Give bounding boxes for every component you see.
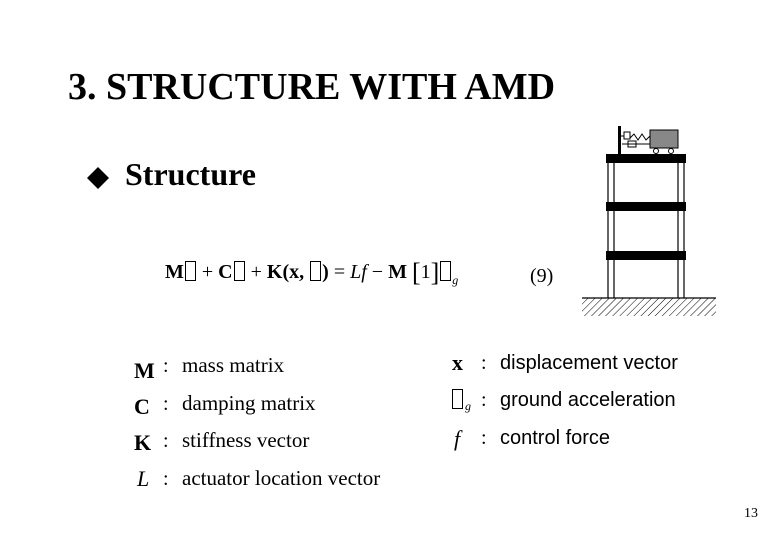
colon: : [481, 352, 487, 374]
symbol-stiffness: K [134, 430, 152, 455]
eq-bracket-left: [ [411, 258, 421, 287]
def-mass-matrix: mass matrix [182, 353, 285, 377]
symbol-location: L [137, 466, 150, 491]
def-actuator-location: actuator location vector [182, 466, 381, 490]
def-damping-matrix: damping matrix [182, 391, 316, 415]
eq-missing-glyph [440, 261, 452, 281]
eq-bracket-right: ] [430, 258, 440, 287]
colon: : [163, 355, 169, 377]
floor-slabs [606, 154, 686, 260]
page-number: 13 [744, 506, 758, 521]
def-ground-acceleration: ground acceleration [500, 389, 676, 411]
def-stiffness-vector: stiffness vector [182, 428, 310, 452]
symbol-subscript-g: g [465, 399, 471, 413]
eq-force: f [361, 261, 367, 283]
equation-number: (9) [530, 265, 554, 287]
colon: : [163, 393, 169, 415]
eq-plus: + [201, 261, 214, 283]
slide-title: 3. STRUCTURE WITH AMD [68, 66, 556, 108]
colon: : [163, 430, 169, 452]
symbol-missing-glyph [452, 389, 463, 409]
symbol-mass: M [134, 358, 155, 383]
colon: : [481, 427, 487, 449]
def-displacement-vector: displacement vector [500, 352, 678, 374]
eq-missing-glyph [233, 261, 245, 281]
eq-missing-glyph [310, 261, 322, 281]
eq-mass-2: M [388, 261, 407, 283]
eq-args-end: ) [322, 261, 329, 283]
eq-missing-glyph [184, 261, 196, 281]
bullet-structure: Structure [125, 156, 256, 192]
eq-plus: + [250, 261, 262, 283]
colon: : [163, 468, 169, 490]
structure-amd-figure [582, 126, 716, 316]
colon: : [481, 389, 487, 411]
equation-of-motion: M + C + K(x, ) = Lf − M [1] g [165, 258, 459, 287]
def-control-force: control force [500, 427, 611, 449]
eq-stiffness: K [266, 261, 283, 283]
eq-mass: M [165, 261, 184, 283]
active-mass-damper [618, 126, 679, 154]
eq-damping: C [218, 261, 233, 283]
building-columns [607, 158, 685, 298]
diamond-bullet-icon [87, 167, 109, 189]
eq-location: L [350, 261, 362, 283]
symbol-displacement: x [452, 350, 463, 375]
eq-one: 1 [420, 261, 431, 283]
ground-hatching [582, 297, 716, 316]
symbol-control-force: f [454, 426, 461, 451]
eq-minus: − [371, 261, 384, 283]
eq-equals: = [333, 261, 346, 283]
eq-subscript-g: g [452, 273, 459, 287]
symbol-damping: C [134, 394, 150, 419]
eq-args: (x, [282, 261, 310, 283]
